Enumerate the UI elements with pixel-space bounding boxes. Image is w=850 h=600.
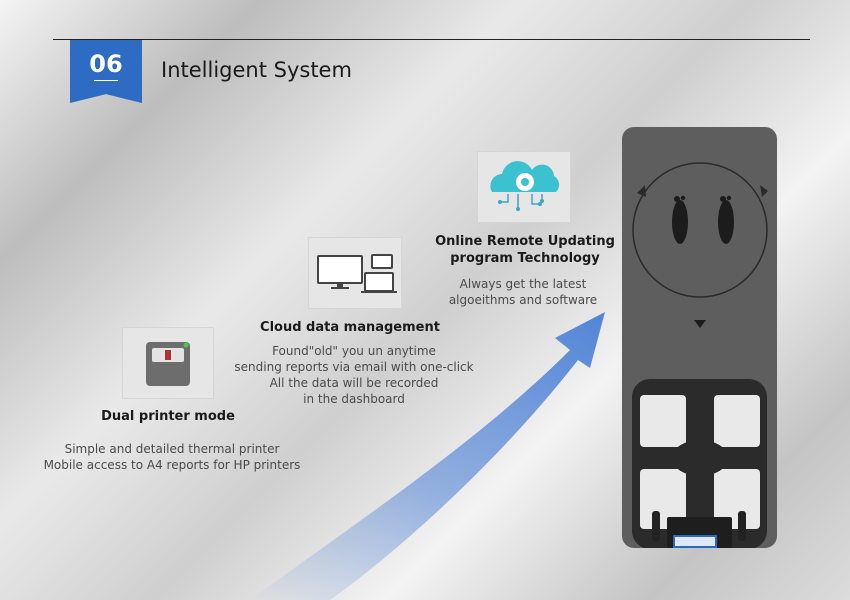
desc-line: sending reports via email with one-click [234,360,474,374]
heading-line: program Technology [450,251,600,266]
cloud-gear-icon [490,161,560,211]
section-number-badge: 06 [70,40,142,103]
desc-line: Simple and detailed thermal printer [64,442,280,456]
feature-heading-cloud: Cloud data management [260,320,440,335]
thermal-printer-icon [146,342,190,386]
feature-heading-update: Online Remote Updating program Technolog… [420,233,630,267]
feature-desc-printer: Simple and detailed thermal printer Mobi… [22,441,322,473]
section-number: 06 [89,50,123,78]
desc-line: Found"old" you un anytime [272,344,436,358]
feature-desc-update: Always get the latest algoeithms and sof… [423,276,623,308]
device-illustration [632,162,768,548]
desc-line: All the data will be recorded [269,376,439,390]
top-divider [53,39,810,40]
feature-desc-cloud: Found"old" you un anytime sending report… [204,343,504,407]
devices-icon [317,254,397,293]
body-scale-device [622,127,777,548]
desc-line: algoeithms and software [448,293,598,307]
desc-line: Mobile access to A4 reports for HP print… [43,458,301,472]
desc-line: Always get the latest [459,277,587,291]
desc-line: in the dashboard [303,392,405,406]
badge-underline [94,80,118,81]
heading-line: Online Remote Updating [435,234,615,249]
printer-thumbnail [123,328,213,398]
devices-thumbnail [309,238,401,308]
cloud-thumbnail [478,152,570,222]
feature-heading-printer: Dual printer mode [101,409,235,424]
page-title: Intelligent System [161,58,352,82]
